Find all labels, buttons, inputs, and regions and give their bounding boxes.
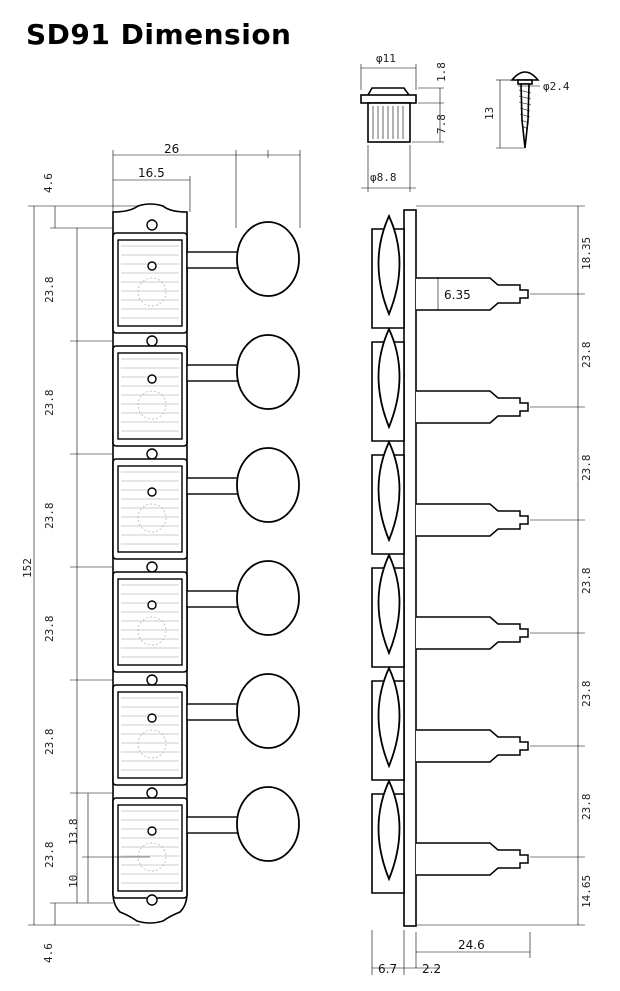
front-tuner-units bbox=[112, 219, 300, 906]
tuner-unit-front bbox=[112, 219, 300, 347]
top-offset-label: 4.6 bbox=[42, 173, 55, 193]
tuner-unit-side bbox=[371, 778, 529, 894]
pitch-label-2: 23.8 bbox=[43, 390, 56, 417]
front-view-drawing bbox=[112, 203, 188, 924]
post-offset-label: 13.8 bbox=[67, 819, 80, 846]
tuner-unit-front bbox=[112, 447, 300, 573]
bushing-diameter-label: φ11 bbox=[376, 52, 396, 65]
page-title: SD91 Dimension bbox=[26, 18, 292, 51]
button-depth-label: 6.7 bbox=[378, 962, 397, 976]
tuner-unit-side bbox=[371, 552, 529, 668]
side-view-drawing bbox=[403, 209, 417, 927]
total-length-label: 152 bbox=[21, 558, 34, 578]
tuner-unit-front bbox=[112, 334, 300, 460]
tuner-unit-side bbox=[371, 326, 529, 442]
tuner-unit-side bbox=[371, 213, 529, 329]
screw-offset-label: 10 bbox=[67, 875, 80, 888]
bushing-body-height-label: 7.8 bbox=[435, 114, 448, 134]
pitch-label-5: 23.8 bbox=[43, 729, 56, 756]
bushing-flange-height-label: 1.8 bbox=[435, 62, 448, 82]
post-length-label: 24.6 bbox=[458, 938, 485, 952]
pitch-label-3: 23.8 bbox=[43, 503, 56, 530]
bushing-drawing bbox=[360, 64, 444, 192]
tuner-unit-front bbox=[112, 560, 300, 686]
tuner-unit-side bbox=[371, 665, 529, 781]
screw-length-label: 13 bbox=[483, 107, 496, 120]
total-width-label: 26 bbox=[164, 142, 179, 156]
side-tuner-units bbox=[371, 213, 529, 894]
side-pitch-label-3: 23.8 bbox=[580, 568, 593, 595]
pitch-label-1: 23.8 bbox=[43, 277, 56, 304]
screw-diameter-label: φ2.4 bbox=[543, 80, 570, 93]
pitch-label-4: 23.8 bbox=[43, 616, 56, 643]
side-pitch-label-2: 23.8 bbox=[580, 455, 593, 482]
tuner-unit-side bbox=[371, 439, 529, 555]
plate-thickness-label: 2.2 bbox=[422, 962, 441, 976]
post-diameter-label: 6.35 bbox=[444, 288, 471, 302]
side-pitch-label-1: 23.8 bbox=[580, 342, 593, 369]
top-post-offset-label: 18.35 bbox=[580, 237, 593, 270]
bottom-post-offset-label: 14.65 bbox=[580, 875, 593, 908]
pitch-label-6: 23.8 bbox=[43, 842, 56, 869]
front-dimension-lines bbox=[28, 150, 301, 926]
screw-drawing bbox=[496, 71, 540, 149]
side-pitch-label-4: 23.8 bbox=[580, 681, 593, 708]
side-pitch-label-5: 23.8 bbox=[580, 794, 593, 821]
bushing-inner-diameter-label: φ8.8 bbox=[370, 171, 397, 184]
plate-width-label: 16.5 bbox=[138, 166, 165, 180]
bottom-offset-label: 4.6 bbox=[42, 943, 55, 963]
side-dimension-lines bbox=[371, 205, 585, 975]
tuner-unit-front bbox=[112, 786, 300, 906]
tuner-unit-front bbox=[112, 673, 300, 799]
